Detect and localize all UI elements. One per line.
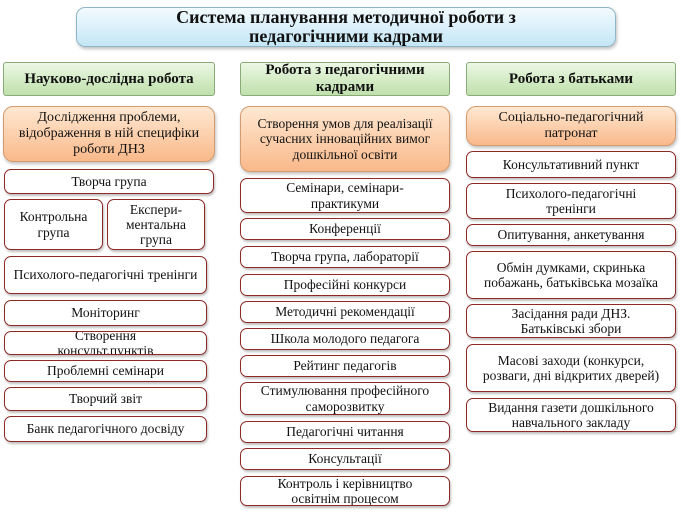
item-surveys: Опитування, анкетування — [466, 224, 676, 246]
item-council-meetings: Засідання ради ДНЗ. Батьківські збори — [466, 304, 676, 338]
subheading-parents: Соціально-педагогічний патронат — [466, 106, 676, 146]
item-experimental-group: Експери-ментальна група — [107, 199, 205, 250]
item-monitoring: Моніторинг — [4, 300, 207, 326]
item-young-teacher-school: Школа молодого педагога — [240, 328, 450, 350]
column-heading-staff: Робота з педагогічними кадрами — [240, 62, 450, 96]
item-contests: Професійні конкурси — [240, 274, 450, 296]
subheading-research: Дослідження проблеми, відображення в ній… — [3, 106, 215, 162]
item-creative-group: Творча група — [4, 169, 214, 194]
item-self-development: Стимулювання професійного саморозвитку — [240, 382, 450, 415]
item-mass-events: Масові заходи (конкурси, розваги, дні ві… — [466, 344, 676, 392]
item-control-group: Контрольна група — [4, 199, 103, 250]
item-conferences: Конференції — [240, 218, 450, 240]
item-opinion-exchange: Обмін думками, скринька побажань, батькі… — [466, 251, 676, 299]
item-teacher-rating: Рейтинг педагогів — [240, 355, 450, 377]
item-problem-seminars: Проблемні семінари — [4, 360, 207, 382]
item-readings: Педагогічні читання — [240, 421, 450, 443]
item-consultations: Консультації — [240, 448, 450, 470]
item-control: Контроль і керівництво освітнім процесом — [240, 476, 450, 506]
item-recommendations: Методичні рекомендації — [240, 301, 450, 323]
item-experience-bank: Банк педагогічного досвіду — [4, 416, 207, 442]
subheading-staff: Створення умов для реалізації сучасних і… — [240, 106, 450, 172]
item-creative-report: Творчий звіт — [4, 387, 207, 411]
item-consult-points: Створення консульт.пунктів — [4, 331, 207, 355]
item-creative-labs: Творча група, лабораторії — [240, 246, 450, 268]
item-newspaper: Видання газети дошкільного навчального з… — [466, 398, 676, 432]
column-heading-parents: Робота з батьками — [466, 62, 676, 96]
item-seminars: Семінари, семінари-практикуми — [240, 178, 450, 213]
item-psych-trainings: Психолого-педагогічні тренінги — [4, 256, 207, 294]
item-parent-trainings: Психолого-педагогічні тренінги — [466, 183, 676, 219]
column-heading-research: Науково-дослідна робота — [3, 62, 215, 96]
item-consult-point: Консультативний пункт — [466, 151, 676, 178]
diagram-title: Система планування методичної роботи з п… — [76, 7, 616, 47]
